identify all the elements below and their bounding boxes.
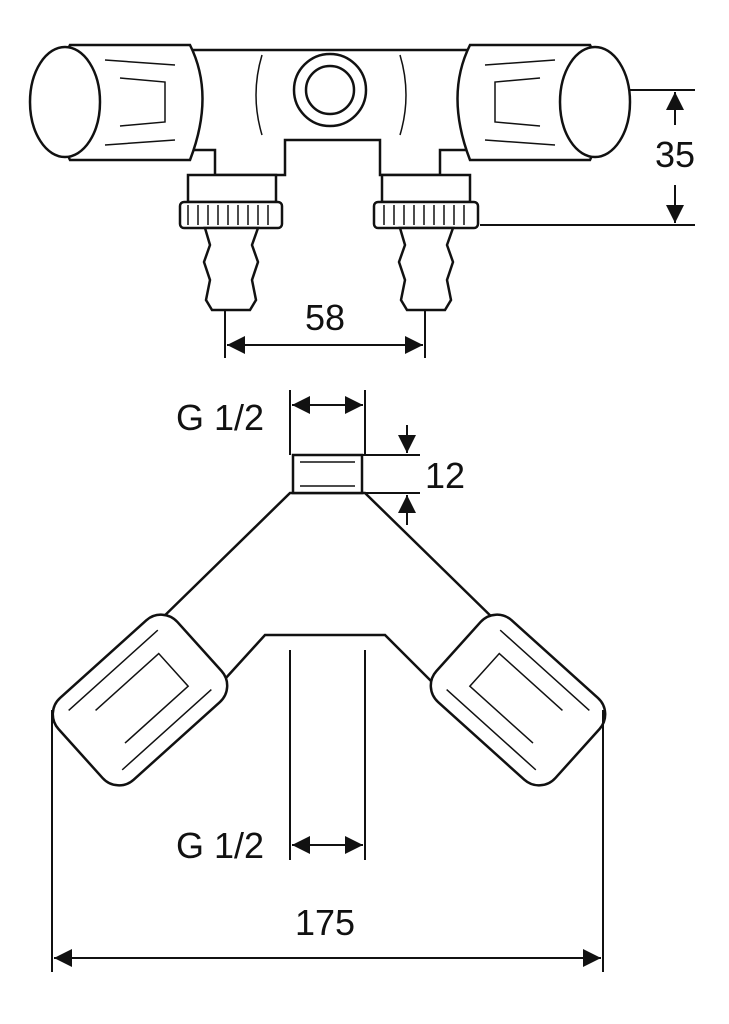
- overall-width-label: 175: [295, 902, 355, 943]
- inlet-thread-label: G 1/2: [176, 397, 264, 438]
- dimension-inlet-thread: G 1/2: [176, 390, 366, 455]
- outlet-spacing-label: 58: [305, 297, 345, 338]
- top-view: 35 58: [28, 43, 695, 358]
- dimension-outlet-thread: G 1/2: [176, 650, 366, 866]
- inlet-length-label: 12: [425, 455, 465, 496]
- left-valve-knob: [28, 43, 204, 162]
- dimension-35: 35: [480, 89, 695, 226]
- right-knob: [429, 613, 607, 787]
- height-dimension-label: 35: [655, 134, 695, 175]
- right-hose-outlet: [372, 173, 480, 312]
- outlet-thread-label: G 1/2: [176, 825, 264, 866]
- right-valve-knob: [456, 43, 632, 162]
- left-knob: [51, 613, 229, 787]
- bottom-view: G 1/2 12 G 1/2 175: [51, 390, 607, 972]
- dimension-175: 175: [51, 710, 604, 972]
- dimension-12: 12: [362, 425, 465, 525]
- dimension-58: 58: [224, 297, 426, 358]
- left-hose-outlet: [178, 173, 284, 312]
- inlet-nipple: [291, 453, 364, 495]
